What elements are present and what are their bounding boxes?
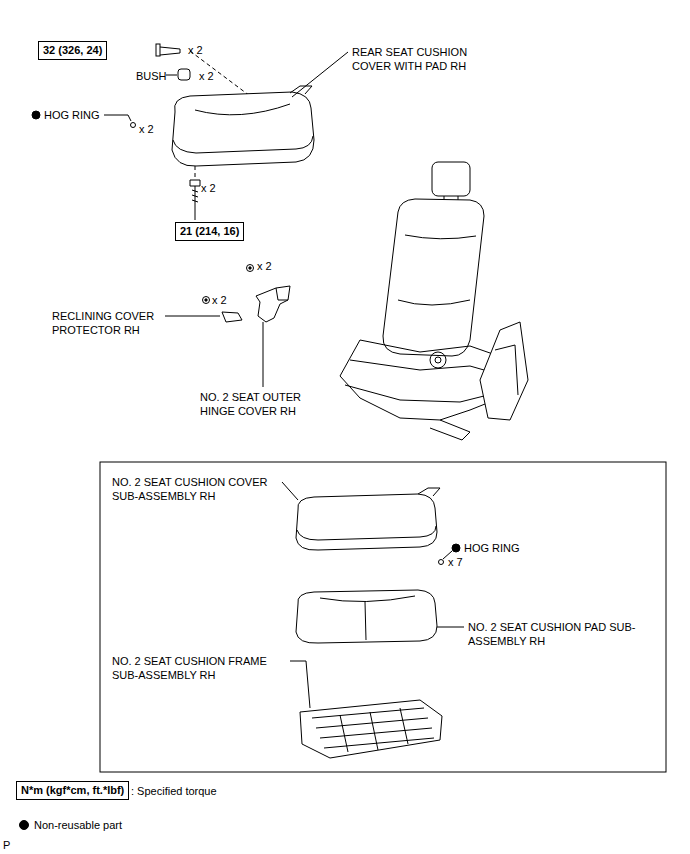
torque-box: 32 (326, 24) bbox=[38, 41, 107, 60]
bush-symbol bbox=[166, 69, 190, 80]
quantity: x 2 bbox=[188, 43, 203, 57]
cushion-cover-drawing bbox=[296, 488, 440, 550]
clip-symbol bbox=[203, 297, 210, 304]
part-name: HOG RING bbox=[464, 541, 520, 555]
hog-ring-symbol bbox=[131, 123, 136, 128]
part-name: NO. 2 SEAT OUTER HINGE COVER RH bbox=[200, 390, 325, 418]
hog-ring-symbol bbox=[439, 560, 444, 565]
page-mark: P bbox=[3, 838, 10, 852]
torque-box: N*m (kgf*cm, ft.*lbf) bbox=[16, 781, 129, 800]
quantity: x 2 bbox=[201, 181, 216, 195]
part-name: REAR SEAT CUSHION COVER WITH PAD RH bbox=[352, 45, 502, 73]
non-reusable-mark bbox=[32, 111, 40, 119]
quantity: x 2 bbox=[139, 122, 154, 136]
part-name: BUSH bbox=[136, 69, 167, 83]
torque-value: 21 (214, 16) bbox=[180, 225, 239, 237]
legend-mark bbox=[20, 821, 29, 830]
torque-value: N*m (kgf*cm, ft.*lbf) bbox=[21, 784, 124, 796]
quantity: x 2 bbox=[257, 259, 272, 273]
bolt-symbol bbox=[190, 180, 200, 220]
part-name: RECLINING COVER PROTECTOR RH bbox=[52, 309, 187, 337]
part-name: NO. 2 SEAT CUSHION PAD SUB-ASSEMBLY RH bbox=[468, 620, 648, 648]
part-name: NO. 2 SEAT CUSHION COVER SUB-ASSEMBLY RH bbox=[112, 475, 280, 503]
legend-text: Non-reusable part bbox=[34, 818, 122, 832]
part-name: NO. 2 SEAT CUSHION FRAME SUB-ASSEMBLY RH bbox=[112, 654, 290, 682]
non-reusable-mark bbox=[452, 544, 460, 552]
protector-drawing bbox=[222, 312, 242, 322]
quantity: x 7 bbox=[448, 555, 463, 569]
hinge-cover-drawing bbox=[256, 286, 290, 322]
panel-frame bbox=[100, 462, 666, 772]
torque-box: 21 (214, 16) bbox=[175, 222, 244, 241]
part-name: HOG RING bbox=[44, 108, 100, 122]
cushion-frame-drawing bbox=[300, 700, 442, 758]
quantity: x 2 bbox=[212, 293, 227, 307]
bolt-symbol bbox=[156, 44, 180, 56]
cushion-drawing bbox=[172, 86, 314, 166]
cushion-pad-drawing bbox=[296, 590, 437, 643]
torque-value: 32 (326, 24) bbox=[43, 44, 102, 56]
quantity: x 2 bbox=[199, 69, 214, 83]
clip-symbol bbox=[247, 265, 254, 272]
seat-assembly-drawing bbox=[340, 162, 528, 440]
legend-text: : Specified torque bbox=[131, 784, 217, 798]
